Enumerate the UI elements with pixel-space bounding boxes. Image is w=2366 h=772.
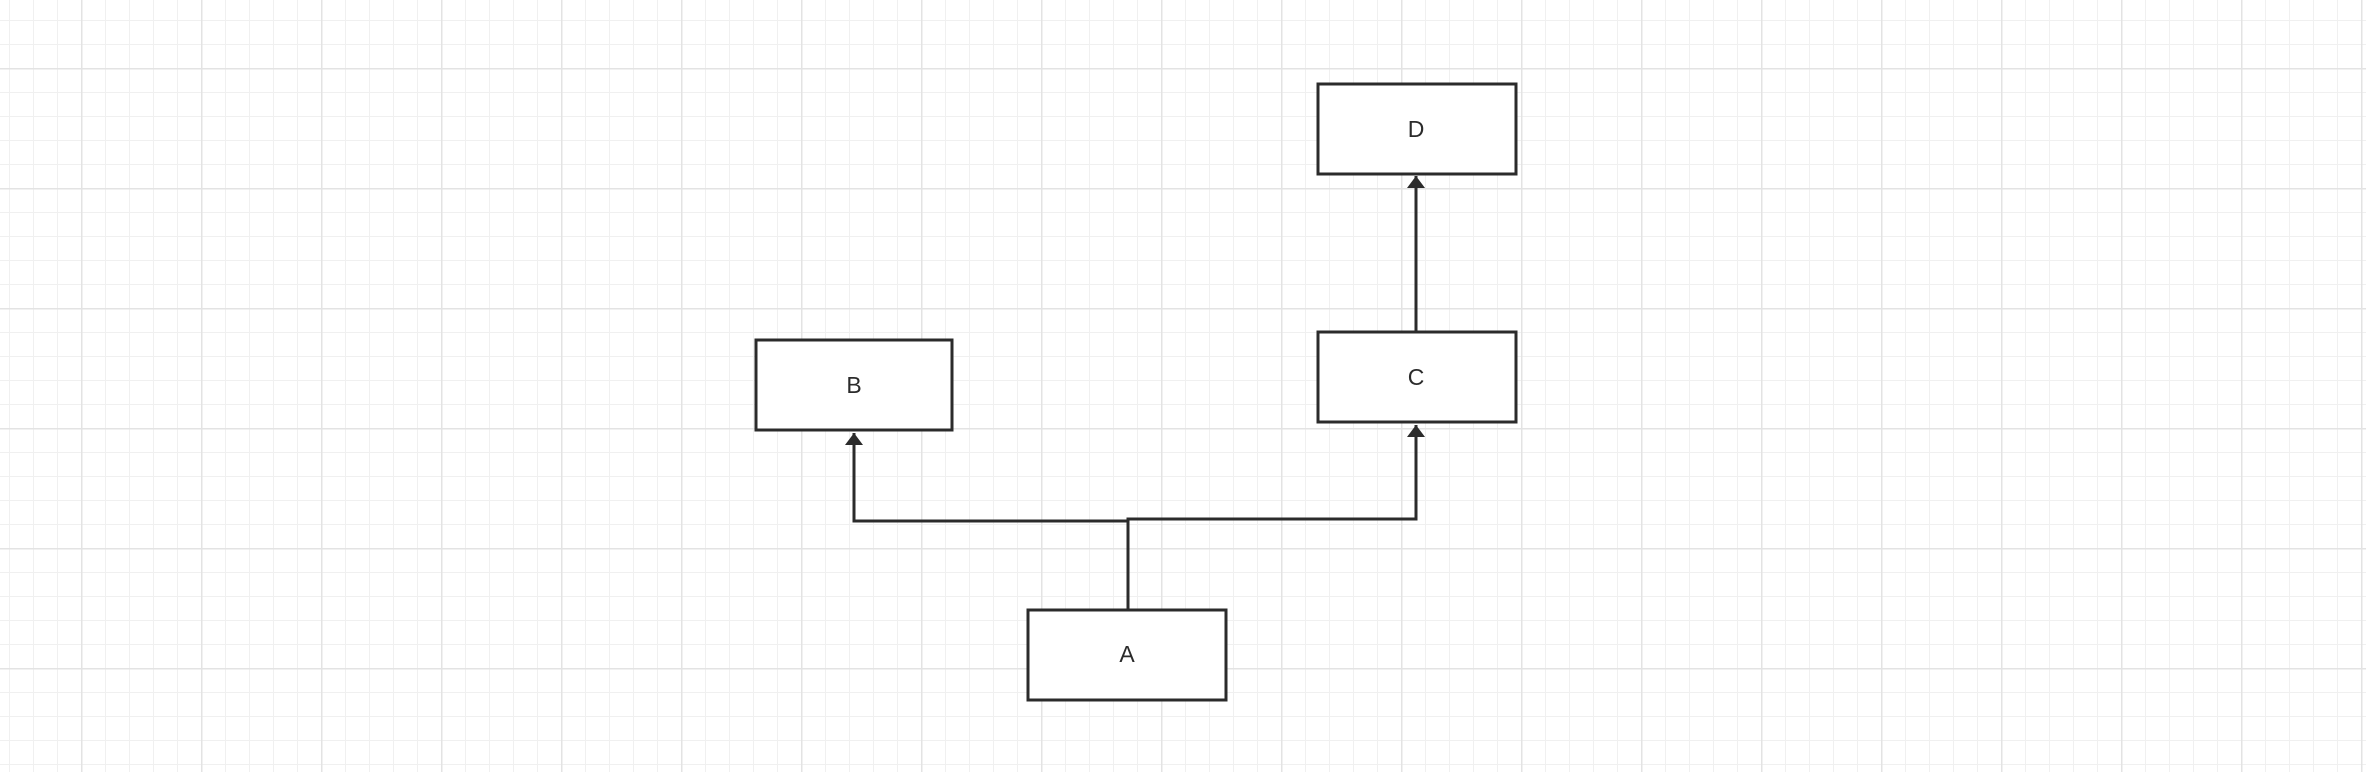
node-d-box <box>1316 82 1518 176</box>
node-d-label: D <box>1408 116 1425 142</box>
edge-a-to-c <box>1126 425 1425 521</box>
node-a-box <box>1026 608 1228 702</box>
node-a[interactable]: A <box>1026 608 1228 702</box>
node-b-box <box>754 338 954 432</box>
node-b-label: B <box>846 372 861 398</box>
node-c-label: C <box>1408 364 1425 390</box>
node-b[interactable]: B <box>754 338 954 432</box>
edges <box>845 176 1425 610</box>
node-d[interactable]: D <box>1316 82 1518 176</box>
node-c[interactable]: C <box>1316 330 1518 424</box>
edge-a-to-b <box>845 433 1130 610</box>
node-a-label: A <box>1119 641 1135 667</box>
node-c-box <box>1316 330 1518 424</box>
